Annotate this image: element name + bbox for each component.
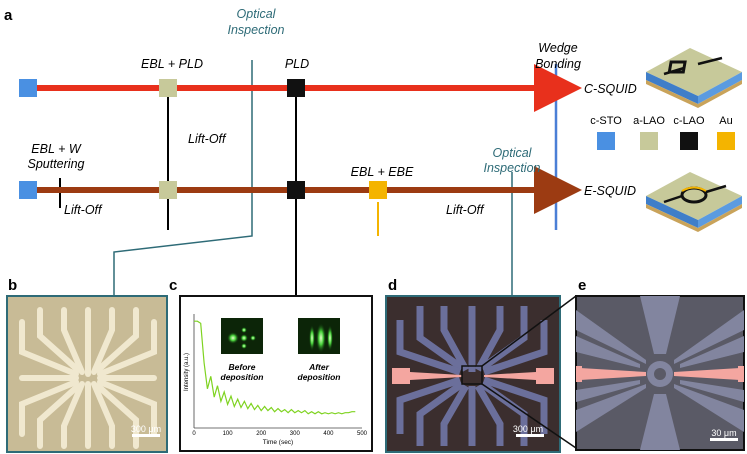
wedge-bonding-label-line1: Wedge xyxy=(538,41,577,55)
panel-label-c: c xyxy=(169,277,177,294)
optical-inspection-label-1-line2: Inspection xyxy=(228,23,285,37)
e-squid-label: E-SQUID xyxy=(584,184,636,198)
lift-off-label-1: Lift-Off xyxy=(188,132,227,146)
panel-b-scale-label: 300 μm xyxy=(131,424,161,434)
rheed-x-tick-label: 200 xyxy=(256,431,267,437)
panel-d-scale-label: 300 μm xyxy=(513,424,543,434)
panel-label-e: e xyxy=(578,277,586,294)
optical-inspection-callout-1 xyxy=(113,60,253,296)
rheed-x-tick-label: 0 xyxy=(192,431,196,437)
c-lao-node-e xyxy=(287,181,305,199)
rheed-before-label-line1: Before xyxy=(229,362,256,372)
material-legend: c-STO a-LAO c-LAO Au xyxy=(590,115,735,150)
rheed-x-tick-label: 100 xyxy=(223,431,234,437)
zoom-line-bottom xyxy=(481,383,577,449)
c-sto-start-node-c xyxy=(19,79,37,97)
lift-off-label-3: Lift-Off xyxy=(446,203,485,217)
rheed-x-tick-label: 300 xyxy=(290,431,301,437)
panel-label-a: a xyxy=(4,7,13,24)
panel-label-d: d xyxy=(388,277,397,294)
ebl-pld-label: EBL + PLD xyxy=(141,57,203,71)
au-node-e xyxy=(369,181,387,199)
ebl-w-sputtering-label-line1: EBL + W xyxy=(31,142,82,156)
optical-inspection-label-2-line1: Optical xyxy=(493,146,533,160)
ebl-w-sputtering-label-line2: Sputtering xyxy=(28,157,85,171)
rheed-spots-after xyxy=(309,323,333,353)
zoom-line-top xyxy=(481,295,577,367)
rheed-after-label-line2: deposition xyxy=(298,372,341,382)
a-lao-node-e xyxy=(159,181,177,199)
panel-label-b: b xyxy=(8,277,17,294)
rheed-x-axis-label: Time (sec) xyxy=(263,439,293,446)
panel-e-scale-label: 30 μm xyxy=(711,428,736,438)
rheed-intensity-line xyxy=(194,320,356,415)
optical-inspection-label-1-line1: Optical xyxy=(237,7,277,21)
legend-swatch-a-lao xyxy=(640,132,658,150)
c-squid-label: C-SQUID xyxy=(584,82,637,96)
rheed-spots-before xyxy=(227,327,256,349)
legend-label-a-lao: a-LAO xyxy=(633,115,665,127)
a-lao-node-c xyxy=(159,79,177,97)
panel-b-micrograph xyxy=(6,295,168,453)
legend-label-au: Au xyxy=(719,115,732,127)
legend-label-c-lao: c-LAO xyxy=(673,115,705,127)
optical-inspection-label-2-line2: Inspection xyxy=(484,161,541,175)
wedge-bonding-label-line2: Bonding xyxy=(535,57,581,71)
ebl-ebe-label: EBL + EBE xyxy=(351,165,414,179)
panel-e-micrograph xyxy=(575,295,745,451)
panel-c-rheed-panel xyxy=(179,295,373,452)
c-sto-start-node-e xyxy=(19,181,37,199)
legend-swatch-c-lao xyxy=(680,132,698,150)
rheed-x-tick-label: 500 xyxy=(357,431,368,437)
legend-swatch-au xyxy=(717,132,735,150)
lift-off-label-2: Lift-Off xyxy=(64,203,103,217)
pld-label: PLD xyxy=(285,57,309,71)
legend-swatch-c-sto xyxy=(597,132,615,150)
rheed-x-tick-label: 400 xyxy=(323,431,334,437)
rheed-y-axis-label: Intensity (a.u.) xyxy=(184,353,190,391)
c-squid-device-illustration xyxy=(646,48,742,108)
legend-label-c-sto: c-STO xyxy=(590,115,622,127)
rheed-before-label-line2: deposition xyxy=(221,372,264,382)
rheed-x-ticks: 0 100 200 300 400 500 xyxy=(192,431,367,437)
rheed-after-label-line1: After xyxy=(308,362,330,372)
c-lao-node-c xyxy=(287,79,305,97)
e-squid-device-illustration xyxy=(646,172,742,232)
